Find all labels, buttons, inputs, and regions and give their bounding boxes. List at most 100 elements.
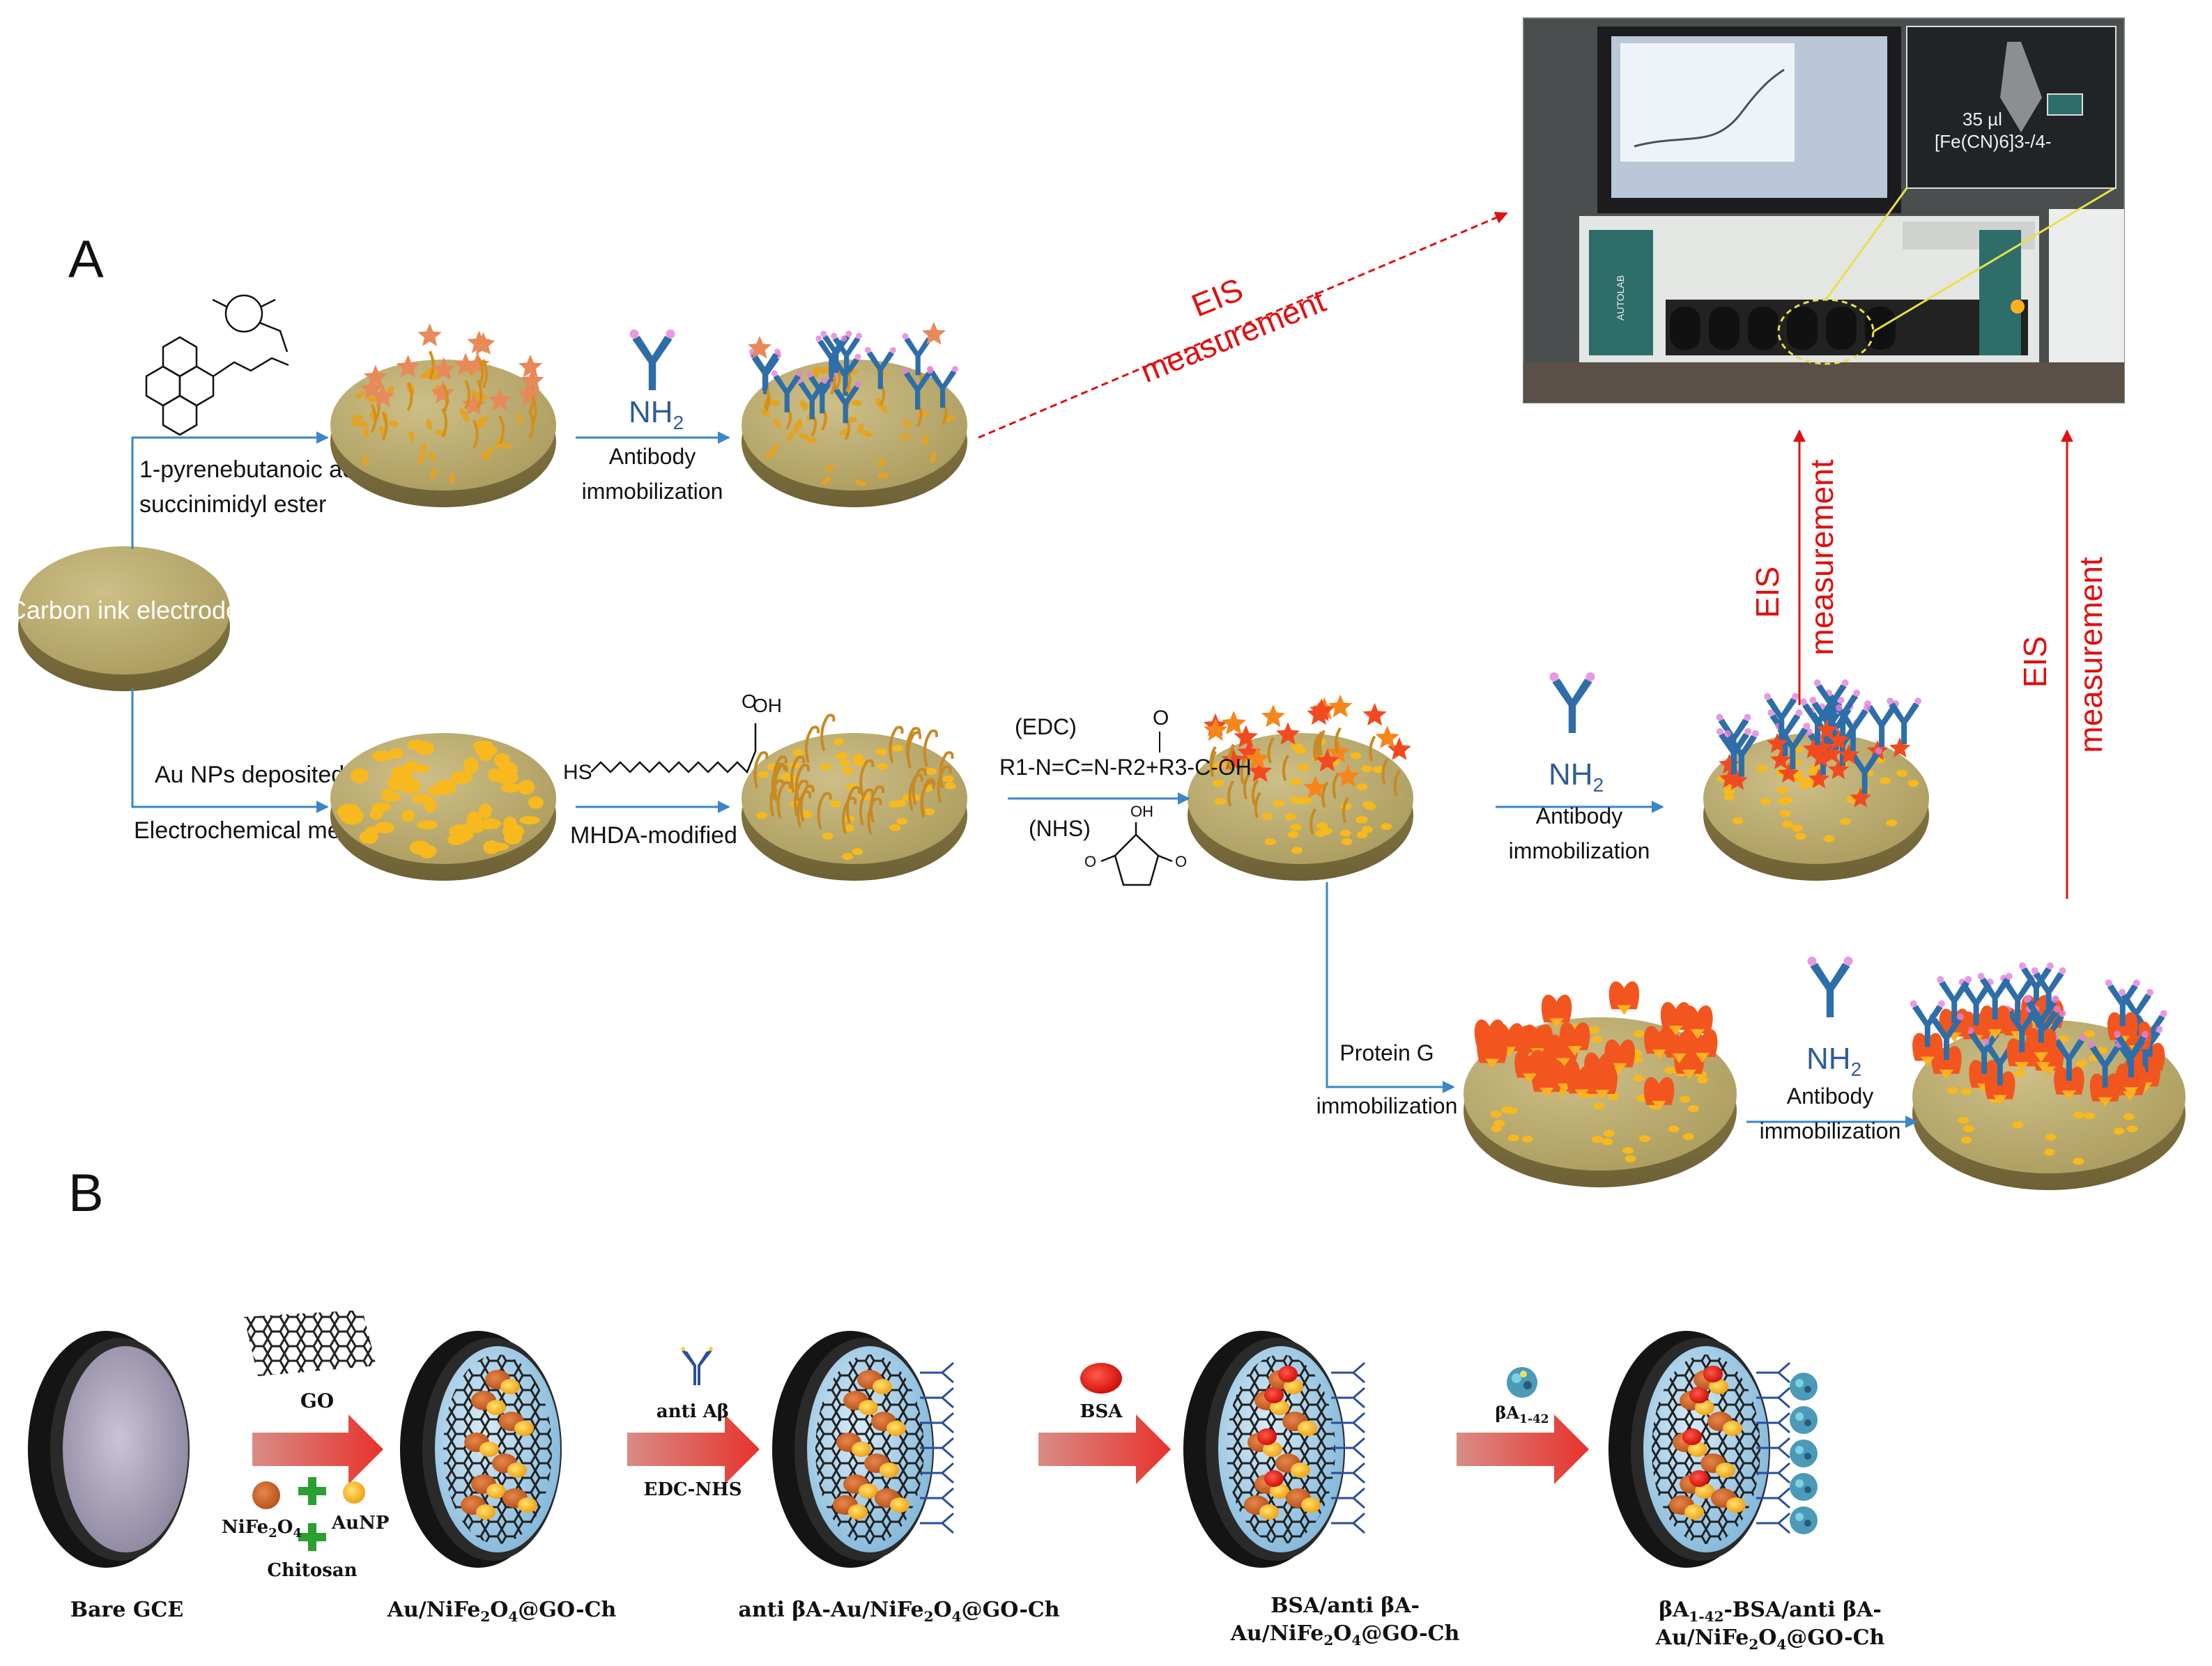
antibody-label-mid-1: Antibody	[1536, 803, 1623, 828]
antibody-shape	[864, 346, 896, 389]
anti-abeta-icon	[681, 1347, 713, 1385]
antibody-shape	[2119, 989, 2154, 1036]
antibody-shape	[771, 370, 803, 412]
ester-star	[1309, 698, 1334, 721]
ester-star	[1234, 725, 1258, 748]
abeta-protein-icon	[1507, 1367, 1537, 1398]
electrode-disc	[742, 322, 967, 507]
panel-b-letter: B	[68, 1164, 104, 1223]
ester-star	[1247, 759, 1273, 782]
nhs-oh: OH	[1130, 803, 1153, 820]
antibody-shape	[1716, 727, 1752, 775]
protein-g-shape	[1608, 981, 1640, 1010]
mhda-label: MHDA-modified	[570, 822, 737, 849]
ester-star	[461, 392, 486, 415]
ester-star	[1808, 768, 1830, 789]
antibody-shape	[1887, 697, 1922, 745]
antibody-shape	[2105, 979, 2140, 1026]
lab-photo: AUTOLAB 35 µl [Fe(CN)6]3-/4-	[1523, 17, 2125, 403]
photo-brand: AUTOLAB	[1615, 275, 1626, 321]
protein-g-shape	[1559, 1022, 1590, 1051]
ester-star	[1276, 722, 1300, 745]
electrode-disc	[1188, 694, 1413, 881]
antibody-shape	[815, 335, 847, 378]
nhs-o-left: O	[1084, 853, 1096, 870]
ester-star	[1261, 704, 1285, 727]
electrode-disc	[1910, 962, 2186, 1190]
ester-star	[1827, 759, 1850, 780]
electrode-disc	[1703, 679, 1929, 881]
antibody-label-top-1: Antibody	[609, 444, 696, 469]
ester-star	[396, 355, 420, 378]
nh2-bottom: NH2	[1806, 1042, 1861, 1080]
caption-step-3: anti βA-Au/NiFe2O4@GO-Ch	[738, 1598, 1059, 1625]
ester-star	[454, 353, 478, 376]
ester-star	[1889, 737, 1911, 758]
protein-g-shape	[1541, 994, 1572, 1023]
antibody-label-mid-2: immobilization	[1509, 838, 1650, 863]
ester-star	[371, 384, 395, 408]
ester-star	[363, 364, 387, 388]
caption-step-5-line1: βA1-42-BSA/anti βA-	[1659, 1598, 1882, 1625]
protein-g-shape	[1514, 1049, 1545, 1078]
antibody-shape	[1549, 672, 1595, 733]
nhs-o-right: O	[1175, 853, 1187, 870]
ester-star	[1336, 764, 1360, 787]
pyrene-structure	[145, 294, 289, 436]
thiol-oh: OH	[753, 695, 782, 716]
antibody-label-top-2: immobilization	[582, 479, 723, 504]
antibody-shape	[1764, 693, 1799, 740]
caption-step-5-line2: Au/NiFe2O4@GO-Ch	[1655, 1626, 1885, 1653]
ester-star	[471, 332, 496, 355]
branch-line-top	[131, 431, 329, 549]
antibody-shape	[1813, 679, 1849, 727]
edc-o: O	[1153, 707, 1169, 730]
aunp-particle	[343, 1481, 365, 1504]
graphene-oxide-sheet	[244, 1310, 376, 1376]
branch-line-bottom	[131, 688, 329, 813]
ester-star	[1778, 762, 1799, 783]
thiol-o: O	[742, 691, 757, 712]
mhda-chain	[590, 723, 757, 774]
gce-electrode	[1608, 1331, 1818, 1568]
protein-g-shape	[1522, 1024, 1553, 1053]
protein-g-label-2: immobilization	[1316, 1093, 1458, 1118]
bsa-label: BSA	[1080, 1401, 1123, 1422]
edc-formula: R1-N=C=N-R2+R3-C-OH	[999, 755, 1252, 780]
ester-star	[520, 369, 544, 392]
edc-nhs-label: EDC-NHS	[644, 1479, 742, 1500]
antibody-label-bottom-2: immobilization	[1760, 1118, 1901, 1143]
antibody-shape	[629, 329, 675, 390]
chitosan-label: Chitosan	[267, 1560, 357, 1581]
ester-star	[488, 388, 512, 411]
protein-g-shape	[1644, 1026, 1675, 1054]
ester-star	[431, 357, 456, 380]
protein-g-shape	[1643, 1077, 1675, 1105]
gce-electrode	[400, 1331, 562, 1568]
ester-star	[1770, 749, 1792, 769]
photo-volume: 35 µl	[1963, 109, 2002, 130]
antibody-icon	[1549, 672, 1595, 733]
nhs-ring	[1100, 822, 1173, 886]
antibody-shape	[748, 348, 781, 391]
ester-star	[1328, 694, 1353, 718]
antibody-shape	[1910, 1000, 1945, 1047]
protein-g-shape	[1687, 1028, 1718, 1057]
antibody-shape	[2114, 1031, 2149, 1078]
aunp-label: AuNP	[331, 1513, 389, 1534]
ester-star	[1726, 769, 1749, 790]
ester-star	[1221, 748, 1245, 771]
protein-g-shape	[1660, 1002, 1691, 1031]
caption-step-4-line1: BSA/anti βA-	[1270, 1594, 1420, 1618]
ester-star	[517, 383, 542, 406]
ester-star	[1303, 776, 1328, 799]
thiol-hs: HS	[563, 761, 592, 784]
antibody-shape	[2031, 967, 2066, 1015]
panel-a-letter: A	[68, 230, 104, 289]
pyrene-label-2: succinimidyl ester	[139, 491, 326, 518]
ester-star	[1802, 738, 1825, 759]
electrode-disc	[742, 714, 967, 881]
abeta-label: βA1-42	[1495, 1403, 1549, 1426]
nh2-top: NH2	[629, 395, 684, 433]
eis-label-v1-2: measurement	[1804, 459, 1840, 655]
